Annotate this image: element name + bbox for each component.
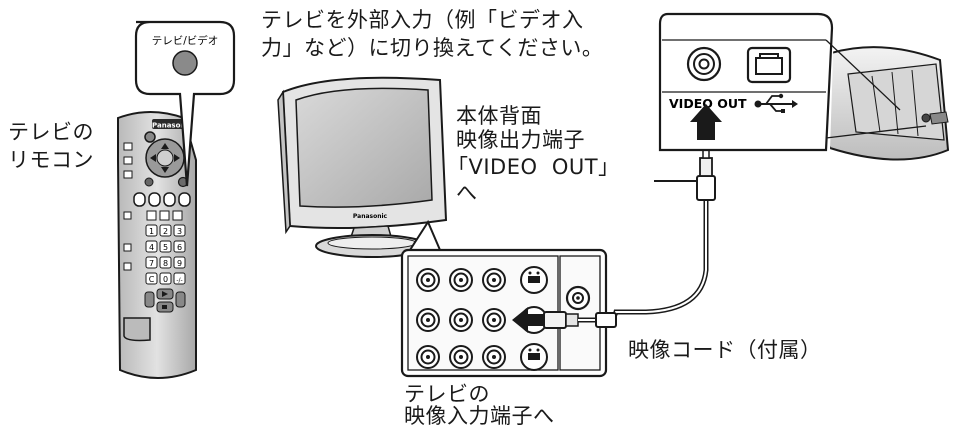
tv-video-button-label: テレビ/ビデオ: [152, 34, 219, 47]
key-9: 9: [173, 256, 186, 269]
camera-port-panel: VIDEO OUT: [656, 12, 927, 152]
tv-screen: [295, 87, 433, 208]
remote-square-row: [123, 210, 183, 221]
remote-number-keypad: 1 2 3 4 5 6 7 8 9 C 0 -/-: [145, 224, 186, 285]
remote-play-cluster: [144, 288, 186, 313]
key-0: 0: [159, 272, 172, 285]
key-7: 7: [145, 256, 158, 269]
power-button-icon: [144, 131, 156, 143]
key-2: 2: [159, 224, 172, 237]
tv-brand-text: Panasonic: [353, 213, 388, 220]
rca-plug-camera-side: [696, 175, 716, 201]
key-1: 1: [145, 224, 158, 237]
tv-remote-control: Panasonic: [117, 111, 197, 379]
svg-text:C: C: [149, 275, 155, 284]
tv-input-panel: [400, 219, 608, 378]
svg-text:1: 1: [149, 227, 154, 236]
cable-label: 映像コード（付属）: [628, 338, 822, 362]
usb-symbol-icon: [754, 93, 798, 113]
key-6: 6: [173, 240, 186, 253]
rca-plug-tv-side: [543, 311, 567, 329]
back-label-line-4: へ: [456, 181, 478, 205]
remote-brand-text: Panasonic: [152, 122, 192, 130]
video-cable: [578, 147, 716, 328]
svg-text:4: 4: [149, 243, 154, 252]
svg-text:7: 7: [149, 259, 154, 268]
key-5: 5: [159, 240, 172, 253]
back-label-line-1: 本体背面: [456, 104, 542, 128]
back-label-line-3: 「VIDEO OUT」: [447, 155, 620, 179]
television: Panasonic: [277, 76, 448, 258]
instruction-line-2: 力」など）に切り換えてください。: [261, 36, 604, 60]
svg-text:9: 9: [177, 259, 182, 268]
tv-video-button-icon: [172, 50, 198, 76]
camera-port-label: VIDEO OUT: [669, 96, 747, 111]
svg-text:2: 2: [163, 227, 168, 236]
insert-arrow-icon: [512, 307, 544, 333]
rca-jack-row-2: [416, 306, 548, 334]
instruction-line-1: テレビを外部入力（例「ビデオ入: [261, 8, 584, 32]
tv-video-button-callout: テレビ/ビデオ: [134, 20, 236, 187]
remote-label-line-2: リモコン: [8, 148, 94, 172]
key-dash: -/-: [173, 272, 186, 285]
tv-input-label-line-2: 映像入力端子へ: [404, 404, 555, 428]
key-4: 4: [145, 240, 158, 253]
svg-text:-/-: -/-: [176, 277, 182, 284]
remote-label-line-1: テレビの: [8, 120, 94, 144]
svg-text:8: 8: [163, 259, 168, 268]
rca-jack-row-1: [416, 266, 548, 294]
svg-text:3: 3: [177, 227, 182, 236]
back-label-line-2: 映像出力端子: [456, 128, 585, 152]
key-c: C: [145, 272, 158, 285]
svg-text:0: 0: [163, 275, 168, 284]
key-8: 8: [159, 256, 172, 269]
svg-text:5: 5: [163, 243, 168, 252]
rca-jack-row-3: [416, 343, 548, 371]
svg-text:6: 6: [177, 243, 182, 252]
key-3: 3: [173, 224, 186, 237]
tv-input-label-line-1: テレビの: [404, 382, 490, 406]
up-arrow-icon: [690, 104, 722, 140]
remote-oval-row: [133, 192, 191, 207]
